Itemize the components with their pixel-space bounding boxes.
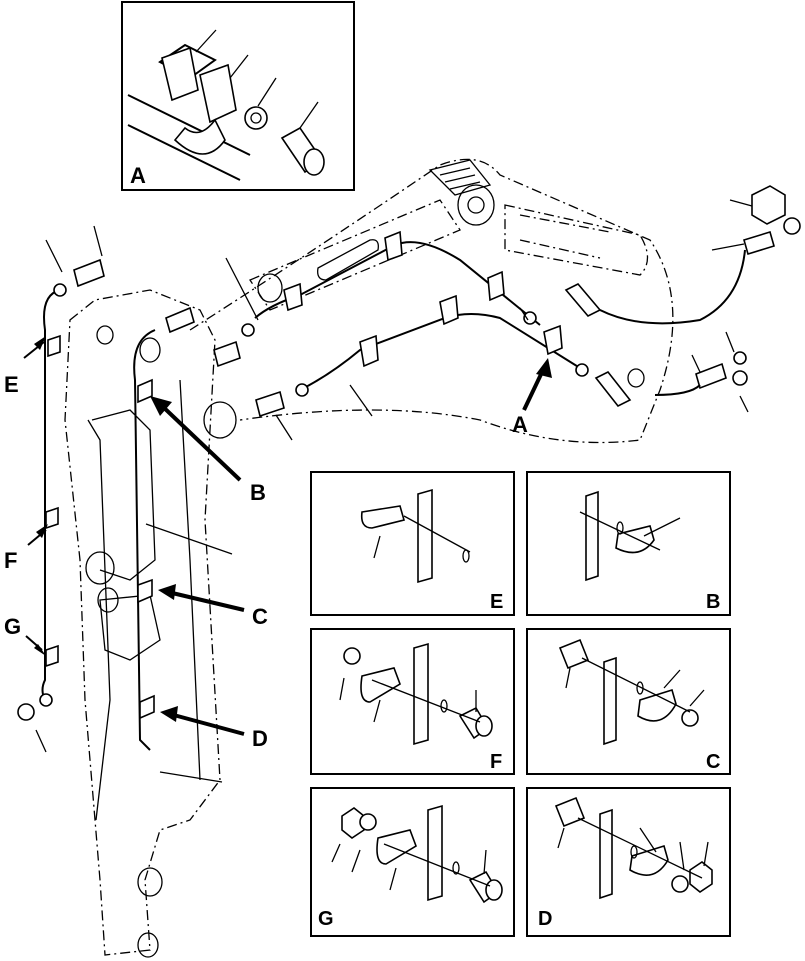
detail-c-box: C (526, 628, 731, 775)
detail-e-box: E (310, 471, 515, 616)
detail-f-label: F (490, 751, 502, 773)
detail-g-label: G (318, 908, 334, 930)
callout-d: D (252, 726, 268, 751)
detail-d-box: D (526, 787, 731, 937)
detail-g-box: G (310, 787, 515, 937)
callout-c: C (252, 604, 268, 629)
callout-e: E (4, 372, 19, 397)
detail-a-box: A (121, 1, 355, 191)
detail-b-label: B (706, 591, 720, 613)
detail-d-label: D (538, 908, 552, 930)
arm-pipes (17, 225, 293, 783)
callout-a: A (512, 412, 528, 437)
callout-arrows (23, 336, 552, 736)
detail-f-box: F (310, 628, 515, 775)
callout-f: F (4, 548, 17, 573)
boom-outline (189, 158, 674, 444)
detail-c-label: C (706, 751, 720, 773)
callout-b: B (250, 480, 266, 505)
detail-a-label: A (130, 163, 146, 188)
boom-fittings (564, 185, 801, 413)
upper-boom-pipes (225, 230, 589, 417)
callout-g: G (4, 614, 21, 639)
detail-e-label: E (490, 591, 503, 613)
detail-b-box: B (526, 471, 731, 616)
